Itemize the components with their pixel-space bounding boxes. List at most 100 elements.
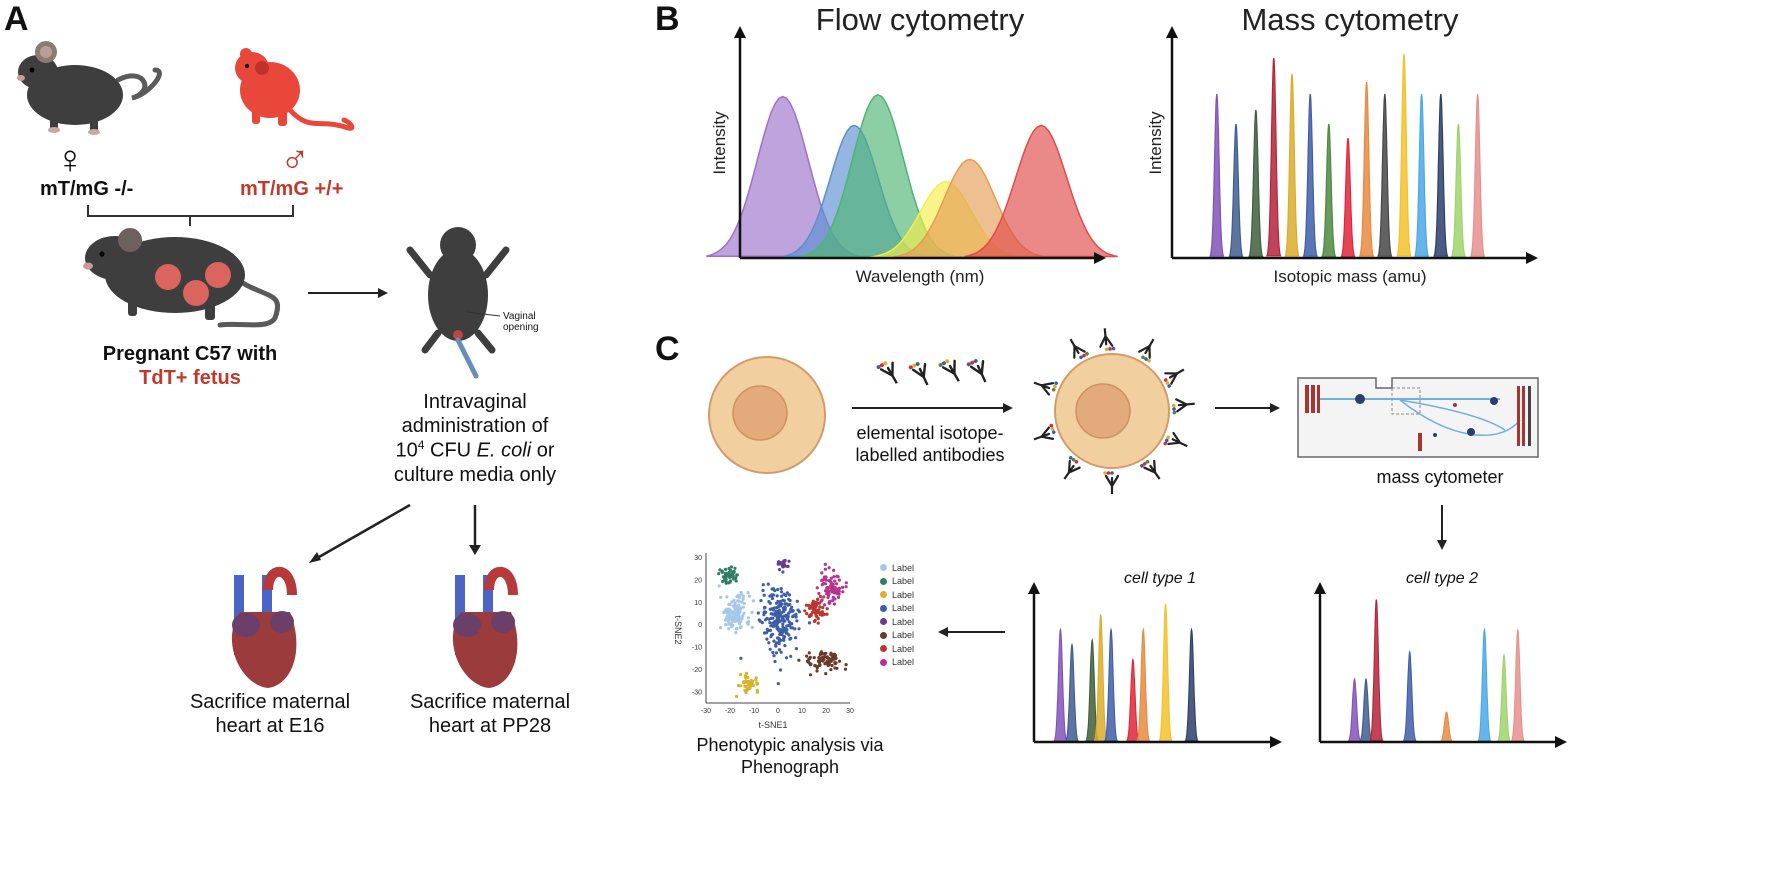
ct1-peaks-peak-6: [1136, 627, 1151, 742]
pregnant-mouse-icon: [83, 228, 281, 328]
tsne-point: [750, 625, 754, 630]
antibody-icon: [876, 361, 898, 384]
tsne-point: [830, 663, 834, 668]
tsne-point: [772, 654, 776, 658]
antibody-icon: [1033, 423, 1056, 441]
tsne-point: [831, 584, 835, 588]
tsne-point: [777, 604, 781, 609]
tsne-point: [735, 614, 739, 619]
tsne-point: [817, 591, 821, 596]
tsne-point: [748, 686, 752, 690]
tsne-ytick: -30: [692, 689, 702, 696]
tsne-point: [792, 614, 796, 618]
tsne-point: [741, 597, 745, 601]
tsne-point: [723, 609, 727, 613]
mass-peak-7: [1340, 137, 1356, 258]
tsne-point: [781, 561, 786, 565]
tsne-point: [815, 586, 819, 590]
panel-letter-c: C: [655, 330, 680, 368]
tsne-point: [789, 626, 793, 630]
tsne-point: [787, 593, 792, 597]
tsne-point: [768, 647, 772, 651]
tsne-point: [833, 586, 837, 590]
tsne-point: [834, 589, 838, 593]
tsne-point: [779, 611, 783, 616]
mass-cytometer-label: mass cytometer: [1376, 467, 1504, 487]
tsne-xtick: 0: [776, 708, 780, 715]
tsne-point: [794, 612, 798, 617]
tsne-point: [816, 597, 820, 602]
tsne-point: [789, 654, 793, 658]
tsne-point: [837, 659, 842, 663]
tsne-point: [809, 612, 813, 617]
tsne-point: [731, 574, 735, 578]
tsne-legend-item: Label: [880, 561, 914, 575]
tsne-point: [794, 636, 798, 640]
tsne-point: [783, 644, 787, 648]
tsne-legend-item: Label: [880, 575, 914, 589]
tsne-point: [803, 609, 807, 613]
tsne-legend-label: Label: [892, 603, 915, 614]
tsne-xtick: 20: [822, 708, 830, 715]
ct2-peaks-peak-7: [1510, 629, 1525, 742]
tsne-legend-swatch: [880, 631, 887, 639]
tsne-legend-swatch: [880, 618, 887, 626]
tsne-point: [772, 639, 776, 643]
ct1-peaks-peak-4: [1103, 627, 1119, 742]
tsne-point: [818, 594, 823, 599]
tsne-point: [783, 635, 787, 639]
labelled-cell-icon: [1054, 353, 1170, 469]
tsne-point: [739, 592, 743, 596]
tsne-point: [788, 598, 792, 603]
tsne-point: [735, 595, 739, 599]
tsne-point: [779, 650, 783, 654]
tsne-point: [827, 566, 831, 570]
tsne-ytick: 0: [698, 622, 702, 629]
tsne-point: [816, 616, 820, 621]
tsne-point: [779, 599, 783, 603]
mass-xlabel: Isotopic mass (amu): [1273, 267, 1427, 286]
tsne-legend-swatch: [880, 564, 887, 572]
tsne-point: [770, 596, 775, 601]
tsne-point: [766, 582, 770, 586]
tsne-point: [747, 594, 752, 598]
flow-ylabel: Intensity: [710, 111, 729, 175]
tsne-legend-label: Label: [892, 630, 915, 641]
tsne-point: [741, 594, 746, 598]
antibody-icon: [1063, 455, 1081, 480]
tsne-point: [739, 625, 743, 629]
tsne-point: [795, 619, 799, 623]
tsne-legend-label: Label: [892, 576, 915, 587]
tsne-point: [787, 559, 791, 563]
tsne-point: [745, 671, 749, 675]
tsne-point: [837, 592, 841, 596]
tsne-point: [771, 650, 775, 655]
tsne-point: [773, 611, 777, 615]
tsne-point: [825, 607, 829, 611]
tsne-point: [771, 622, 776, 627]
antibody-label: elemental isotope- labelled antibodies: [855, 423, 1005, 465]
phenograph-label: Phenotypic analysis via Phenograph: [696, 735, 884, 777]
mass-peak-5: [1302, 93, 1318, 257]
tsne-point: [765, 631, 769, 635]
tsne-point: [818, 653, 822, 657]
tsne-point: [771, 616, 775, 620]
mass-peak-12: [1433, 93, 1449, 257]
tsne-point: [841, 590, 845, 594]
tsne-point: [821, 652, 825, 656]
tsne-point: [768, 601, 772, 606]
tsne-xtick: 10: [798, 708, 806, 715]
heart-icon-pp28: [452, 566, 518, 688]
tsne-point: [727, 602, 731, 607]
antibody-icon: [1171, 398, 1195, 415]
tsne-point: [731, 615, 736, 619]
tsne-point: [788, 610, 792, 614]
tsne-point: [775, 594, 779, 598]
tsne-point: [832, 602, 837, 606]
tsne-point: [832, 568, 836, 573]
tsne-point: [778, 562, 782, 566]
tsne-point: [725, 595, 729, 599]
tsne-point: [819, 599, 823, 603]
tsne-point: [775, 601, 779, 605]
